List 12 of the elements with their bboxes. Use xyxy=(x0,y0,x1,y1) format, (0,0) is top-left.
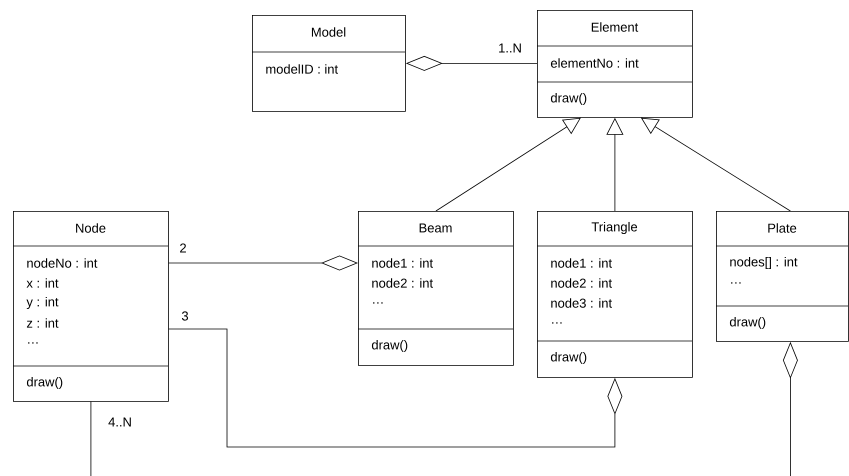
multiplicity-label: 1..N xyxy=(497,42,523,54)
multiplicity-label: 3 xyxy=(180,310,190,322)
class-box: Beam node1 : int node2 : int … draw() xyxy=(358,210,514,366)
connector xyxy=(168,328,622,448)
class-box: Model modelID : int xyxy=(252,15,406,112)
multiplicity-label: 4..N xyxy=(107,416,133,428)
class-box: Element elementNo : int draw() xyxy=(536,10,693,118)
class-box: Plate nodes[] : int … draw() xyxy=(716,210,849,342)
class-box: Node nodeNo : int x : int y : int z : int … draw() xyxy=(12,210,169,402)
connector xyxy=(436,118,581,212)
multiplicity-label: 2 xyxy=(178,242,188,254)
class-box: Triangle node1 : int node2 : int node3 : int … draw() xyxy=(536,210,693,378)
